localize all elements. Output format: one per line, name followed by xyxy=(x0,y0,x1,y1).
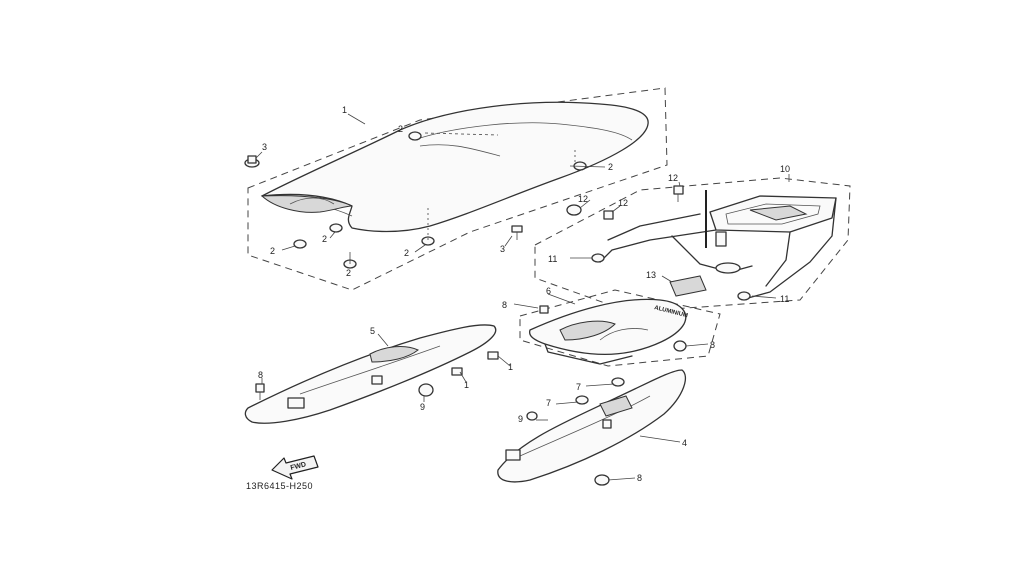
fwd-arrow-icon: FWD xyxy=(271,455,319,480)
diagram-code: 13R6415-H250 xyxy=(246,481,313,491)
callout-label: 13 xyxy=(646,270,656,280)
callout-label: 8 xyxy=(502,300,507,310)
callout-label: 11 xyxy=(548,254,557,264)
seat xyxy=(260,101,649,233)
callout-label: 6 xyxy=(546,286,551,296)
callout-label: 4 xyxy=(682,438,687,448)
callout-label: 2 xyxy=(608,162,613,172)
callout-label: 5 xyxy=(370,326,375,336)
callout-label: 2 xyxy=(322,234,327,244)
callout-label: 8 xyxy=(710,340,715,350)
callout-label: 3 xyxy=(500,244,505,254)
right-side-cover xyxy=(497,369,687,486)
fwd-label: FWD xyxy=(290,461,307,472)
callout-label: 1 xyxy=(508,362,513,372)
rack-group-boundary xyxy=(534,177,851,313)
callout-label: 11 xyxy=(780,294,789,304)
callout-label: 9 xyxy=(420,402,425,412)
callout-label: 1 xyxy=(464,380,469,390)
callouts: 1 2 2 3 2 2 2 2 3 10 12 12 12 11 13 11 8… xyxy=(258,105,790,483)
callout-label: 3 xyxy=(262,142,267,152)
seat-group-boundary xyxy=(247,87,668,291)
callout-label: 2 xyxy=(346,268,351,278)
callout-label: 12 xyxy=(618,198,628,208)
seat-fasteners xyxy=(244,131,587,269)
callout-label: 10 xyxy=(780,164,790,174)
callout-label: 12 xyxy=(578,194,588,204)
rear-cover xyxy=(528,298,687,365)
callout-label: 2 xyxy=(404,248,409,258)
callout-label: 7 xyxy=(576,382,581,392)
callout-label: 2 xyxy=(398,124,403,134)
callout-label: 1 xyxy=(342,105,347,115)
rear-rack xyxy=(599,190,837,299)
cover-group-boundary xyxy=(519,289,721,367)
callout-label: 7 xyxy=(546,398,551,408)
left-side-cover xyxy=(244,324,499,424)
callout-label: 12 xyxy=(668,173,678,183)
callout-label: 2 xyxy=(270,246,275,256)
callout-label: 8 xyxy=(637,473,642,483)
callout-label: 8 xyxy=(258,370,263,380)
callout-label: 9 xyxy=(518,414,523,424)
rack-fasteners xyxy=(566,185,751,301)
